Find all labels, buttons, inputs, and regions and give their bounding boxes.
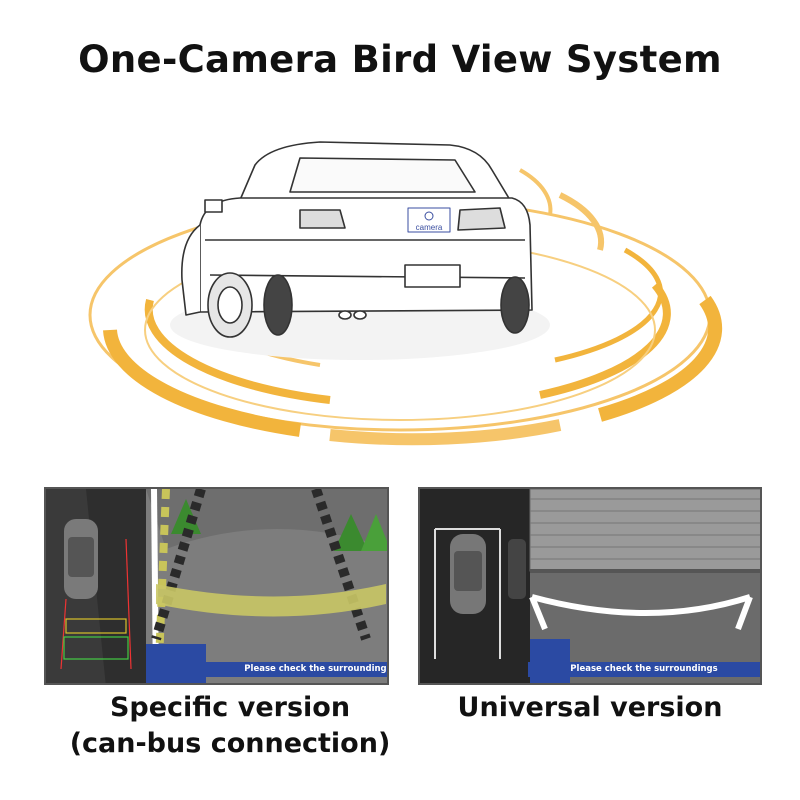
warning-banner: Please check the surroundings xyxy=(206,662,387,677)
specific-version-caption: Specific version (can-bus connection) xyxy=(40,690,420,762)
page-title: One-Camera Bird View System xyxy=(78,38,722,81)
specific-version-screen: Please check the surroundings xyxy=(44,487,389,685)
specific-screen-graphic xyxy=(46,489,387,683)
universal-screen-graphic xyxy=(420,489,760,683)
caption-line-1: Universal version xyxy=(457,692,723,723)
universal-version-caption: Universal version xyxy=(400,690,780,726)
camera-label: camera xyxy=(416,223,443,232)
brick-wall xyxy=(529,489,760,572)
bird-view-illustration: camera xyxy=(88,141,723,446)
caption-line-1: Specific version xyxy=(109,692,351,723)
universal-version-screen: Please check the surroundings xyxy=(418,487,762,685)
caption-line-2: (can-bus connection) xyxy=(69,728,391,759)
warning-banner: Please check the surroundings xyxy=(528,662,760,677)
car-rear-view xyxy=(170,141,550,360)
